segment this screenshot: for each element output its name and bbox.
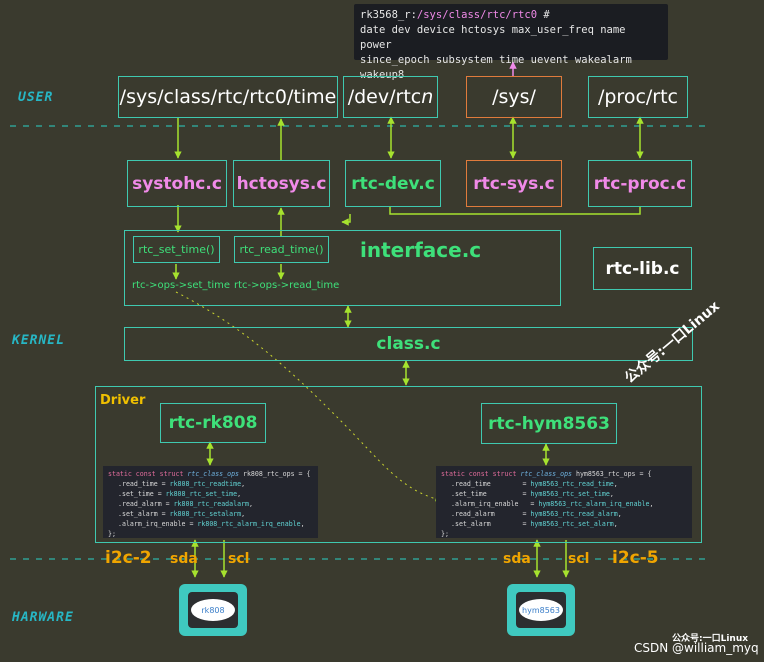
hym-code-close: }; bbox=[441, 530, 449, 538]
hym-code-line: .alarm_irq_enable = hym8563_rtc_alarm_ir… bbox=[451, 500, 654, 508]
terminal-sign: # bbox=[537, 9, 550, 21]
terminal-host: rk3568_r: bbox=[360, 9, 417, 21]
hym-code-line: .read_time = hym8563_rtc_read_time, bbox=[451, 480, 618, 488]
func-rtc-set-time: rtc_set_time() bbox=[133, 236, 220, 263]
func-rtc-read-time: rtc_read_time() bbox=[234, 236, 329, 263]
bus-sda-right: sda bbox=[503, 551, 531, 567]
rk808-ops-code: static const struct rtc_class_ops rk808_… bbox=[103, 466, 318, 538]
file-rtc-proc-label: rtc-proc.c bbox=[593, 173, 687, 194]
bus-scl-right: scl bbox=[568, 551, 590, 567]
file-interface bbox=[124, 230, 561, 306]
func-rtc-read-time-label: rtc_read_time() bbox=[239, 243, 324, 256]
file-rtc-lib: rtc-lib.c bbox=[593, 247, 692, 290]
rk808-code-head: static const struct rtc_class_ops rk808_… bbox=[108, 469, 313, 479]
layer-label-kernel: KERNEL bbox=[12, 333, 65, 348]
terminal-line-3: since_epoch subsystem time uevent wakeal… bbox=[360, 54, 632, 81]
layer-label-hardware: HARWARE bbox=[12, 610, 74, 625]
driver-rtc-rk808: rtc-rk808 bbox=[160, 403, 266, 443]
path-proc-rtc-label: /proc/rtc bbox=[597, 86, 679, 108]
file-rtc-sys: rtc-sys.c bbox=[466, 160, 562, 207]
bus-scl-left: scl bbox=[228, 551, 250, 567]
rk808-code-line: .read_alarm = rk808_rtc_readalarm, bbox=[118, 500, 253, 508]
driver-rtc-hym8563-label: rtc-hym8563 bbox=[488, 413, 610, 434]
path-sys-class-time: /sys/class/rtc/rtc0/time bbox=[118, 76, 338, 118]
hym-code-line: .set_alarm = hym8563_rtc_set_alarm, bbox=[451, 520, 618, 528]
file-interface-label: interface.c bbox=[360, 238, 482, 262]
hym-code-line: .read_alarm = hym8563_rtc_read_alarm, bbox=[451, 510, 622, 518]
file-rtc-lib-label: rtc-lib.c bbox=[605, 258, 680, 279]
func-rtc-set-time-label: rtc_set_time() bbox=[138, 243, 215, 256]
bus-i2c-2: i2c-2 bbox=[105, 548, 152, 568]
file-rtc-dev: rtc-dev.c bbox=[345, 160, 441, 207]
bus-sda-left: sda bbox=[170, 551, 198, 567]
file-class: class.c bbox=[124, 327, 693, 361]
terminal-output: rk3568_r:/sys/class/rtc/rtc0 # date dev … bbox=[354, 4, 668, 81]
ops-read-time-label: rtc->ops->read_time bbox=[234, 280, 340, 291]
arrow-bus-interface bbox=[341, 214, 351, 226]
chip-hym8563-label: hym8563 bbox=[519, 599, 563, 621]
layer-label-user: USER bbox=[18, 90, 54, 105]
rk808-code-type: rtc_class_ops bbox=[187, 470, 240, 478]
path-dev-rtc-suffix: n bbox=[421, 86, 434, 108]
rk808-code-line: .set_time = rk808_rtc_set_time, bbox=[118, 490, 242, 498]
hym-code-head: static const struct rtc_class_ops hym856… bbox=[441, 469, 687, 479]
file-rtc-proc: rtc-proc.c bbox=[588, 160, 692, 207]
path-sys-label: /sys/ bbox=[492, 86, 536, 108]
file-hctosys: hctosys.c bbox=[233, 160, 330, 207]
rk808-code-line: .set_alarm = rk808_rtc_setalarm, bbox=[118, 510, 246, 518]
ops-set-time-label: rtc->ops->set_time bbox=[132, 280, 231, 291]
hym-code-type: rtc_class_ops bbox=[520, 470, 573, 478]
path-sys: /sys/ bbox=[466, 76, 562, 118]
driver-container bbox=[95, 386, 702, 543]
chip-rk808-body: rk808 bbox=[188, 592, 238, 628]
hym-code-kw: static const struct bbox=[441, 470, 521, 478]
bus-i2c-5: i2c-5 bbox=[612, 548, 659, 568]
hym-code-line: .set_time = hym8563_rtc_set_time, bbox=[451, 490, 614, 498]
path-sys-class-time-label: /sys/class/rtc/rtc0/time bbox=[119, 86, 337, 108]
driver-title: Driver bbox=[100, 393, 146, 408]
bus-rtcdev-sys-proc bbox=[389, 207, 641, 215]
file-class-label: class.c bbox=[376, 334, 441, 354]
file-systohc-label: systohc.c bbox=[132, 173, 222, 194]
rk808-code-name: rk808_rtc_ops = { bbox=[239, 470, 311, 478]
hym-code-name: hym8563_rtc_ops = { bbox=[572, 470, 652, 478]
path-dev-rtc-label: /dev/rtc bbox=[347, 86, 422, 108]
driver-rtc-hym8563: rtc-hym8563 bbox=[481, 403, 617, 444]
rk808-code-line: .read_time = rk808_rtc_readtime, bbox=[118, 480, 246, 488]
file-systohc: systohc.c bbox=[127, 160, 227, 207]
rk808-code-kw: static const struct bbox=[108, 470, 188, 478]
chip-rk808-label: rk808 bbox=[191, 599, 235, 621]
terminal-prompt-line: rk3568_r:/sys/class/rtc/rtc0 # bbox=[360, 8, 662, 23]
path-proc-rtc: /proc/rtc bbox=[588, 76, 688, 118]
rk808-code-line: .alarm_irq_enable = rk808_rtc_alarm_irq_… bbox=[118, 520, 305, 528]
chip-rk808: rk808 bbox=[179, 584, 247, 636]
file-rtc-dev-label: rtc-dev.c bbox=[351, 173, 435, 194]
hym8563-ops-code: static const struct rtc_class_ops hym856… bbox=[436, 466, 692, 538]
driver-rtc-rk808-label: rtc-rk808 bbox=[168, 413, 258, 433]
terminal-line-2: date dev device hctosys max_user_freq na… bbox=[360, 24, 626, 51]
chip-hym8563-body: hym8563 bbox=[516, 592, 566, 628]
watermark-corner: 公众号:一口Linux bbox=[672, 634, 749, 644]
watermark-csdn: CSDN @william_myq bbox=[634, 641, 759, 655]
rk808-code-close: }; bbox=[108, 530, 116, 538]
chip-hym8563: hym8563 bbox=[507, 584, 575, 636]
file-rtc-sys-label: rtc-sys.c bbox=[473, 173, 555, 194]
terminal-path: /sys/class/rtc/rtc0 bbox=[416, 9, 538, 21]
file-hctosys-label: hctosys.c bbox=[236, 173, 327, 194]
